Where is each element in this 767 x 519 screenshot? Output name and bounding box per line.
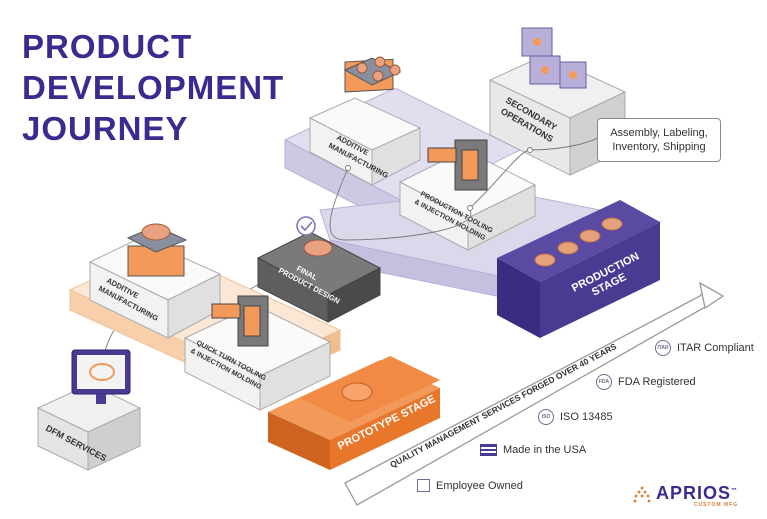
brand-tagline: CUSTOM MFG xyxy=(693,502,739,508)
nut-icon xyxy=(341,382,373,402)
aprios-logo-icon xyxy=(633,486,651,503)
cert-iso: ISO ISO 13485 xyxy=(538,409,613,425)
title-line-1: PRODUCT xyxy=(22,28,193,65)
additive-mfg-top-block: ADDITIVE MANUFACTURING xyxy=(308,56,422,186)
nut-icon xyxy=(141,223,171,241)
fda-badge-icon: FDA xyxy=(596,374,612,390)
additive-mfg-low-block: ADDITIVE MANUFACTURING xyxy=(88,223,222,339)
cert-fda: FDA FDA Registered xyxy=(596,374,696,390)
page-title: PRODUCT DEVELOPMENT JOURNEY xyxy=(22,26,284,149)
nut-icon xyxy=(534,217,623,267)
title-line-2: DEVELOPMENT xyxy=(22,69,285,106)
callout-line-1: Assembly, Labeling, xyxy=(610,127,708,139)
callout-line-2: Inventory, Shipping xyxy=(612,141,706,153)
monitor-icon xyxy=(71,349,131,404)
iso-badge-icon: ISO xyxy=(538,409,554,425)
cert-label: Made in the USA xyxy=(503,444,587,456)
trademark: ™ xyxy=(731,488,739,494)
flag-icon xyxy=(480,444,497,456)
cert-usa: Made in the USA xyxy=(480,444,586,456)
cert-label: ISO 13485 xyxy=(560,411,613,423)
cert-label: ITAR Compliant xyxy=(677,342,754,354)
cert-employee: Employee Owned xyxy=(417,479,523,492)
final-design-block: FINAL PRODUCT DESIGN xyxy=(256,216,382,323)
production-tooling-block: PRODUCTION TOOLING & INJECTION MOLDING xyxy=(398,139,537,251)
cert-itar: ITAR ITAR Compliant xyxy=(655,340,754,356)
box-people-icon xyxy=(417,479,430,492)
brand-logo: APRIOS™ CUSTOM MFG xyxy=(633,482,738,508)
secondary-ops-callout: Assembly, Labeling, Inventory, Shipping xyxy=(597,118,721,162)
dfm-services-block: DFM SERVICES xyxy=(36,349,142,471)
brand-name: APRIOS xyxy=(656,483,732,503)
cert-label: FDA Registered xyxy=(618,376,696,388)
title-line-3: JOURNEY xyxy=(22,110,189,147)
itar-badge-icon: ITAR xyxy=(655,340,671,356)
check-icon xyxy=(296,216,316,236)
cert-label: Employee Owned xyxy=(436,479,523,492)
quick-turn-block: QUICK TURN TOOLING & INJECTION MOLDING xyxy=(183,295,332,411)
nut-icon xyxy=(356,56,401,82)
box-icon xyxy=(521,27,587,89)
